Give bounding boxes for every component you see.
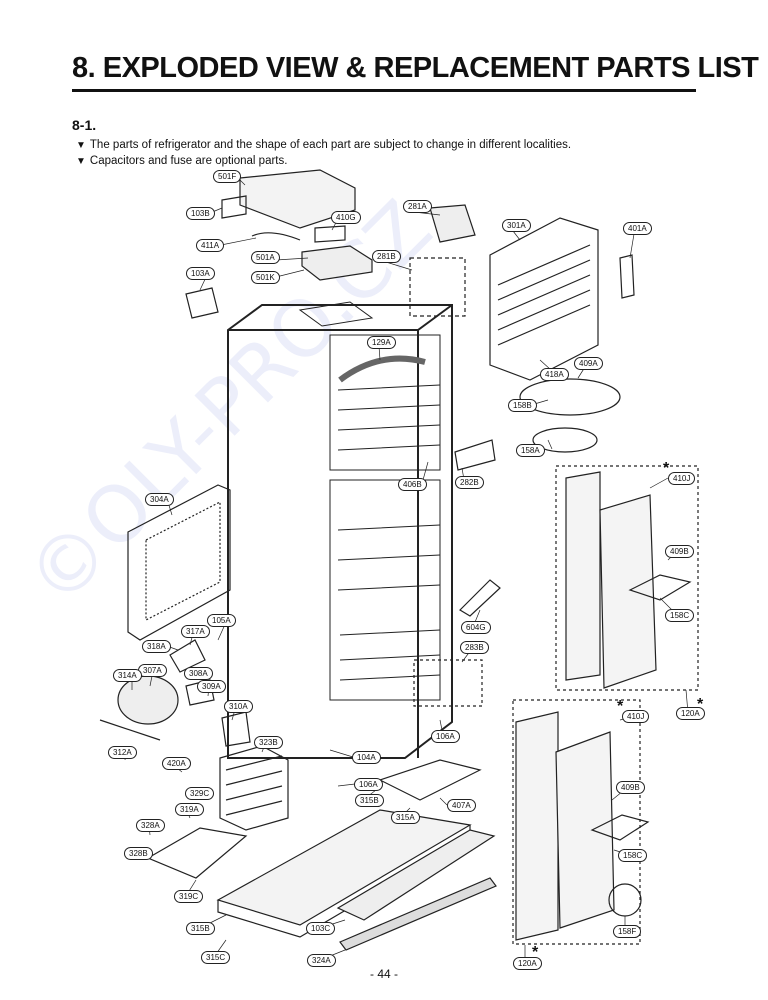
optional-marker: *: [697, 696, 704, 713]
cabinet-interior: [298, 301, 441, 701]
part-label: 319C: [174, 890, 204, 903]
evaporator-301a: [489, 217, 635, 381]
part-label: 129A: [367, 336, 396, 349]
note-bullet-icon: ▼: [76, 140, 86, 151]
fan-parts: [519, 378, 621, 453]
note-2-text: Capacitors and fuse are optional parts.: [89, 155, 288, 167]
part-label: 604G: [461, 621, 491, 634]
part-label: 312A: [108, 746, 137, 759]
part-label: 120A: [676, 707, 705, 720]
part-label: 158A: [516, 444, 545, 457]
base-box-283b: [413, 659, 483, 707]
dispenser-box-2: [512, 699, 641, 945]
back-panel: [127, 484, 231, 641]
part-label: 329C: [185, 787, 215, 800]
part-604g: [459, 579, 501, 617]
optional-marker: *: [663, 460, 670, 477]
page-title: 8. EXPLODED VIEW & REPLACEMENT PARTS LIS…: [72, 52, 759, 84]
part-label: 103C: [306, 922, 336, 935]
part-label: 410J: [668, 472, 696, 485]
part-label: 318A: [142, 640, 171, 653]
part-label: 323B: [254, 736, 283, 749]
part-label: 501F: [213, 170, 242, 183]
part-label: 401A: [623, 222, 652, 235]
dispenser-door-1: [565, 471, 692, 689]
optional-marker: *: [617, 698, 624, 715]
optional-marker: *: [532, 944, 539, 961]
base-assembly: [146, 759, 497, 951]
part-label: 418A: [540, 368, 569, 381]
part-label: 319A: [175, 803, 204, 816]
part-label: 315C: [201, 951, 231, 964]
hinge-282b: [454, 439, 496, 471]
note-bullet-icon: ▼: [76, 156, 86, 167]
part-label: 158C: [618, 849, 648, 862]
part-label: 409A: [574, 357, 603, 370]
part-label: 317A: [181, 625, 210, 638]
part-label: 406B: [398, 478, 427, 491]
part-label: 501A: [251, 251, 280, 264]
part-label: 410G: [331, 211, 361, 224]
section-number: 8-1.: [72, 117, 97, 133]
part-label: 314A: [113, 669, 142, 682]
part-label: 411A: [196, 239, 225, 252]
part-label: 103A: [186, 267, 215, 280]
part-label: 281B: [372, 250, 401, 263]
dispenser-door-2: [515, 711, 650, 941]
part-label: 283B: [460, 641, 489, 654]
part-label: 409B: [665, 545, 694, 558]
part-label: 104A: [352, 751, 381, 764]
part-label: 120A: [513, 957, 542, 970]
part-label: 328B: [124, 847, 153, 860]
part-label: 309A: [197, 680, 226, 693]
part-label: 407A: [447, 799, 476, 812]
part-label: 158B: [508, 399, 537, 412]
part-label: 315B: [355, 794, 384, 807]
part-label: 315B: [186, 922, 215, 935]
note-1: ▼The parts of refrigerator and the shape…: [76, 139, 571, 151]
part-label: 315A: [391, 811, 420, 824]
part-label: 106A: [431, 730, 460, 743]
part-label: 420A: [162, 757, 191, 770]
part-label: 328A: [136, 819, 165, 832]
part-label: 105A: [207, 614, 236, 627]
bracket-281b: [409, 257, 466, 317]
note-1-text: The parts of refrigerator and the shape …: [89, 139, 572, 151]
part-label: 307A: [138, 664, 167, 677]
part-label: 103B: [186, 207, 215, 220]
cabinet: [227, 304, 453, 759]
part-label: 409B: [616, 781, 645, 794]
dispenser-box-1: [555, 465, 699, 691]
part-label: 310A: [224, 700, 253, 713]
part-label: 281A: [403, 200, 432, 213]
part-label: 282B: [455, 476, 484, 489]
part-label: 324A: [307, 954, 336, 967]
part-label: 158C: [665, 609, 695, 622]
part-label: 501K: [251, 271, 280, 284]
part-label: 106A: [354, 778, 383, 791]
title-rule: [72, 89, 696, 92]
part-label: 410J: [622, 710, 650, 723]
part-label: 304A: [145, 493, 174, 506]
compressor: [99, 639, 251, 747]
part-label: 308A: [184, 667, 213, 680]
part-label: 301A: [502, 219, 531, 232]
note-2: ▼Capacitors and fuse are optional parts.: [76, 155, 287, 167]
top-housing: [185, 169, 476, 319]
page-number: - 44 -: [369, 967, 398, 981]
part-label: 158F: [613, 925, 642, 938]
